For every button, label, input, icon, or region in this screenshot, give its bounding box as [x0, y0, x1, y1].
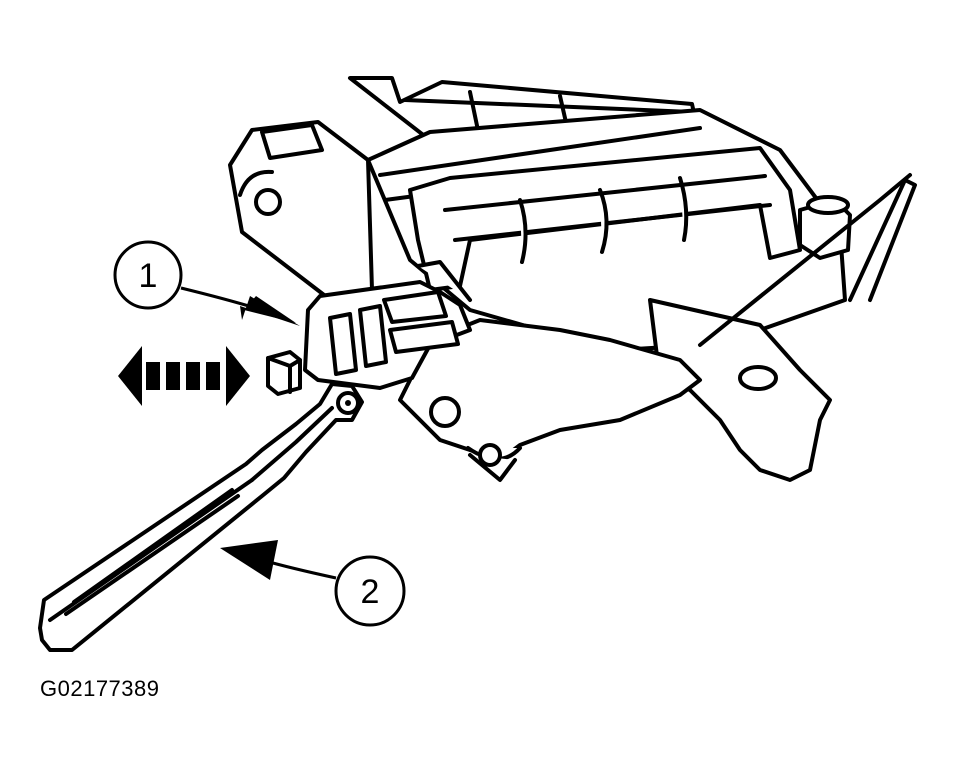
callout-2-label: 2 — [361, 573, 380, 611]
callout-2-circle — [334, 555, 406, 627]
callout-2: 2 — [220, 540, 406, 627]
pivot-arm — [398, 318, 702, 482]
right-post — [798, 195, 852, 260]
connector-tab — [266, 350, 302, 396]
right-mount — [648, 173, 917, 482]
connector-housing — [303, 260, 472, 390]
double-headed-dashed-arrow-icon — [118, 346, 250, 406]
figure-id: G02177389 — [40, 676, 160, 701]
callout-1-label: 1 — [139, 257, 158, 295]
callout-1-arrow-body-icon — [240, 296, 300, 326]
release-lever — [38, 382, 364, 652]
left-bracket — [228, 120, 374, 300]
callout-2-arrowhead-icon — [220, 540, 278, 580]
callout-1-circle — [113, 240, 183, 310]
trough — [408, 146, 802, 292]
callout-1: 1 — [113, 240, 300, 326]
